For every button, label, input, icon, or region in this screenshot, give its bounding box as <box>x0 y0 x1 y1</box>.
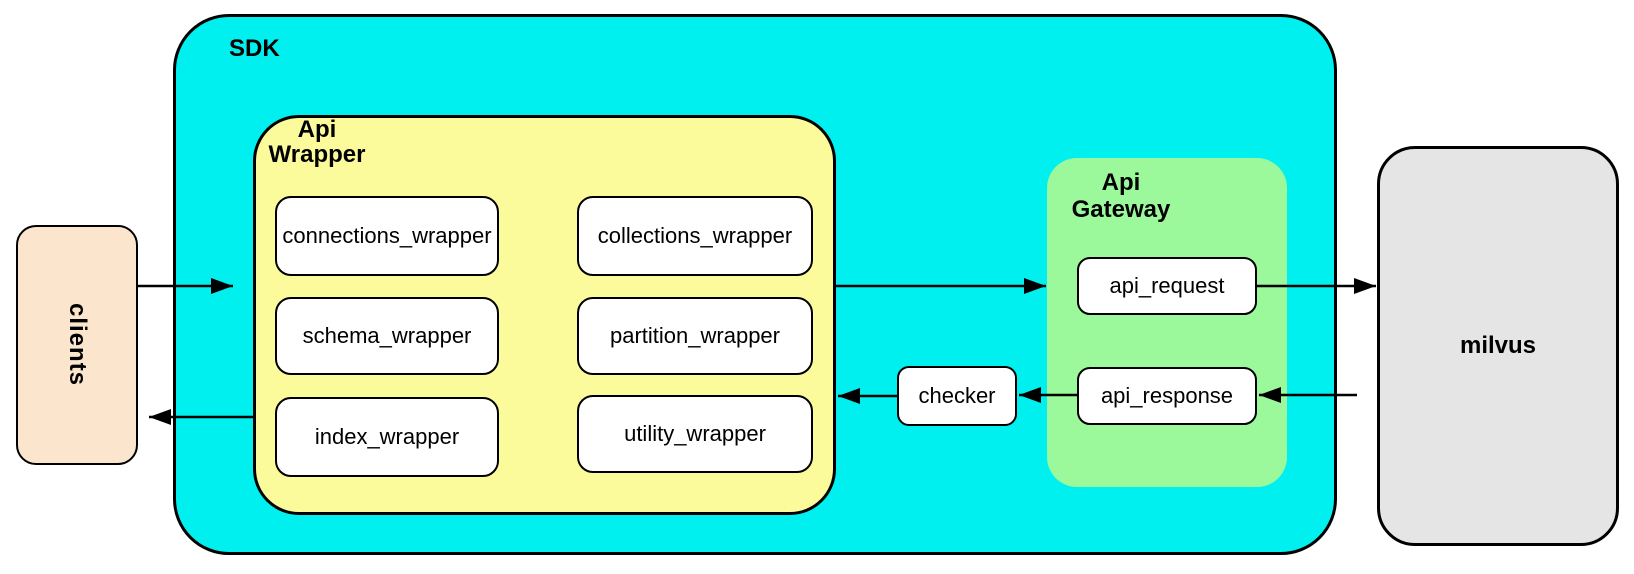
api-wrapper-label: Api Wrapper <box>247 117 387 167</box>
api-wrapper-label-line1: Api <box>297 116 337 143</box>
box-partition-wrapper: partition_wrapper <box>577 297 813 375</box>
box-api-response: api_response <box>1077 367 1257 425</box>
box-collections-wrapper: collections_wrapper <box>577 196 813 276</box>
box-index-wrapper-label: index_wrapper <box>314 424 460 449</box>
box-utility-wrapper-label: utility_wrapper <box>624 421 766 446</box>
api-gateway-label: Api Gateway <box>1041 169 1201 223</box>
api-gateway-container <box>1047 158 1287 487</box>
box-schema-wrapper-label: schema_wrapper <box>302 323 472 348</box>
box-connections-wrapper: connections_wrapper <box>275 196 499 276</box>
box-api-response-label: api_response <box>1100 383 1234 408</box>
box-checker-label: checker <box>918 383 996 408</box>
clients-box: clients <box>16 225 138 465</box>
box-collections-wrapper-label: collections_wrapper <box>597 223 793 248</box>
api-wrapper-label-line2: Wrapper <box>268 141 366 168</box>
box-index-wrapper: index_wrapper <box>275 397 499 477</box>
sdk-label: SDK <box>229 35 280 62</box>
milvus-label: milvus <box>1459 332 1537 359</box>
box-checker: checker <box>897 366 1017 426</box>
milvus-box: milvus <box>1377 146 1619 546</box>
box-api-request-label: api_request <box>1109 273 1225 298</box>
box-api-request: api_request <box>1077 257 1257 315</box>
clients-label: clients <box>64 303 91 387</box>
api-gateway-label-line1: Api <box>1101 169 1141 196</box>
box-schema-wrapper: schema_wrapper <box>275 297 499 375</box>
box-partition-wrapper-label: partition_wrapper <box>610 323 780 348</box>
api-gateway-label-line2: Gateway <box>1071 196 1171 223</box>
box-utility-wrapper: utility_wrapper <box>577 395 813 473</box>
box-connections-wrapper-label: connections_wrapper <box>282 223 492 248</box>
